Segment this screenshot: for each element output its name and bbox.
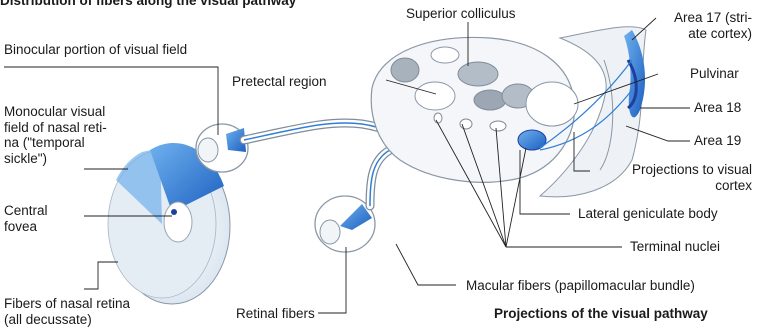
label-projections-line-2: cortex <box>632 178 752 194</box>
label-area17: Area 17 (stri- ate cortex) <box>674 10 752 41</box>
label-area17-line-1: Area 17 (stri- <box>674 10 752 26</box>
label-area19: Area 19 <box>694 133 741 149</box>
label-superior-colliculus: Superior colliculus <box>406 6 516 22</box>
label-pulvinar: Pulvinar <box>690 66 739 82</box>
diagram-title: Distribution of fibers along the visual … <box>0 0 296 9</box>
label-binocular: Binocular portion of visual field <box>4 42 187 58</box>
label-nasal-retina: Fibers of nasal retina (all decussate) <box>4 296 130 327</box>
label-central-fovea: Central fovea <box>4 203 48 234</box>
label-retinal-fibers: Retinal fibers <box>236 306 315 322</box>
label-nasal-retina-line-1: Fibers of nasal retina <box>4 296 130 312</box>
label-area18: Area 18 <box>694 100 741 116</box>
label-area17-line-2: ate cortex) <box>674 26 752 42</box>
label-terminal-nuclei: Terminal nuclei <box>630 239 720 255</box>
label-monocular: Monocular visual field of nasal reti- na… <box>4 104 107 166</box>
label-macular-fibers: Macular fibers (papillomacular bundle) <box>466 278 695 294</box>
label-monocular-line-4: sickle") <box>4 151 107 167</box>
label-pretectal-region: Pretectal region <box>232 74 327 90</box>
label-projections-line-1: Projections to visual <box>632 162 752 178</box>
fovea-dot <box>171 209 177 215</box>
label-monocular-line-2: field of nasal reti- <box>4 120 107 136</box>
label-monocular-line-1: Monocular visual <box>4 104 107 120</box>
upper-eye <box>196 124 248 172</box>
label-central-fovea-line-1: Central <box>4 203 48 219</box>
label-lateral-geniculate-body: Lateral geniculate body <box>578 206 718 222</box>
label-central-fovea-line-2: fovea <box>4 219 48 235</box>
label-nasal-retina-line-2: (all decussate) <box>4 312 130 328</box>
diagram-caption: Projections of the visual pathway <box>494 306 708 322</box>
label-monocular-line-3: na ("temporal <box>4 135 107 151</box>
label-projections: Projections to visual cortex <box>632 162 752 193</box>
